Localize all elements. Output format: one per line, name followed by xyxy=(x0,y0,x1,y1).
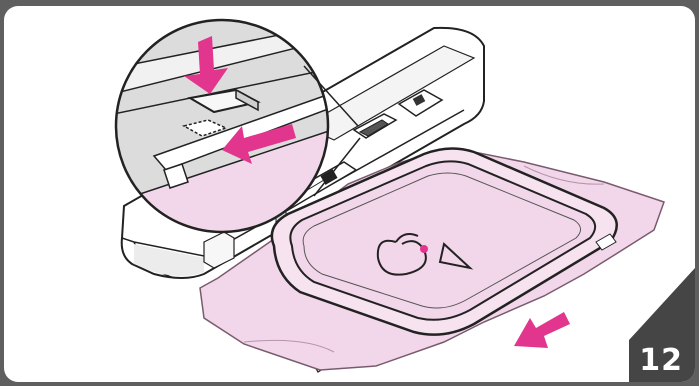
step-number: 12 xyxy=(639,343,683,378)
illustration-panel: 12 xyxy=(4,6,695,382)
pull-out-arrow-icon xyxy=(514,312,570,348)
step-number-tab-slant xyxy=(629,268,695,340)
embroidery-hoop-removal-illustration xyxy=(4,6,695,382)
